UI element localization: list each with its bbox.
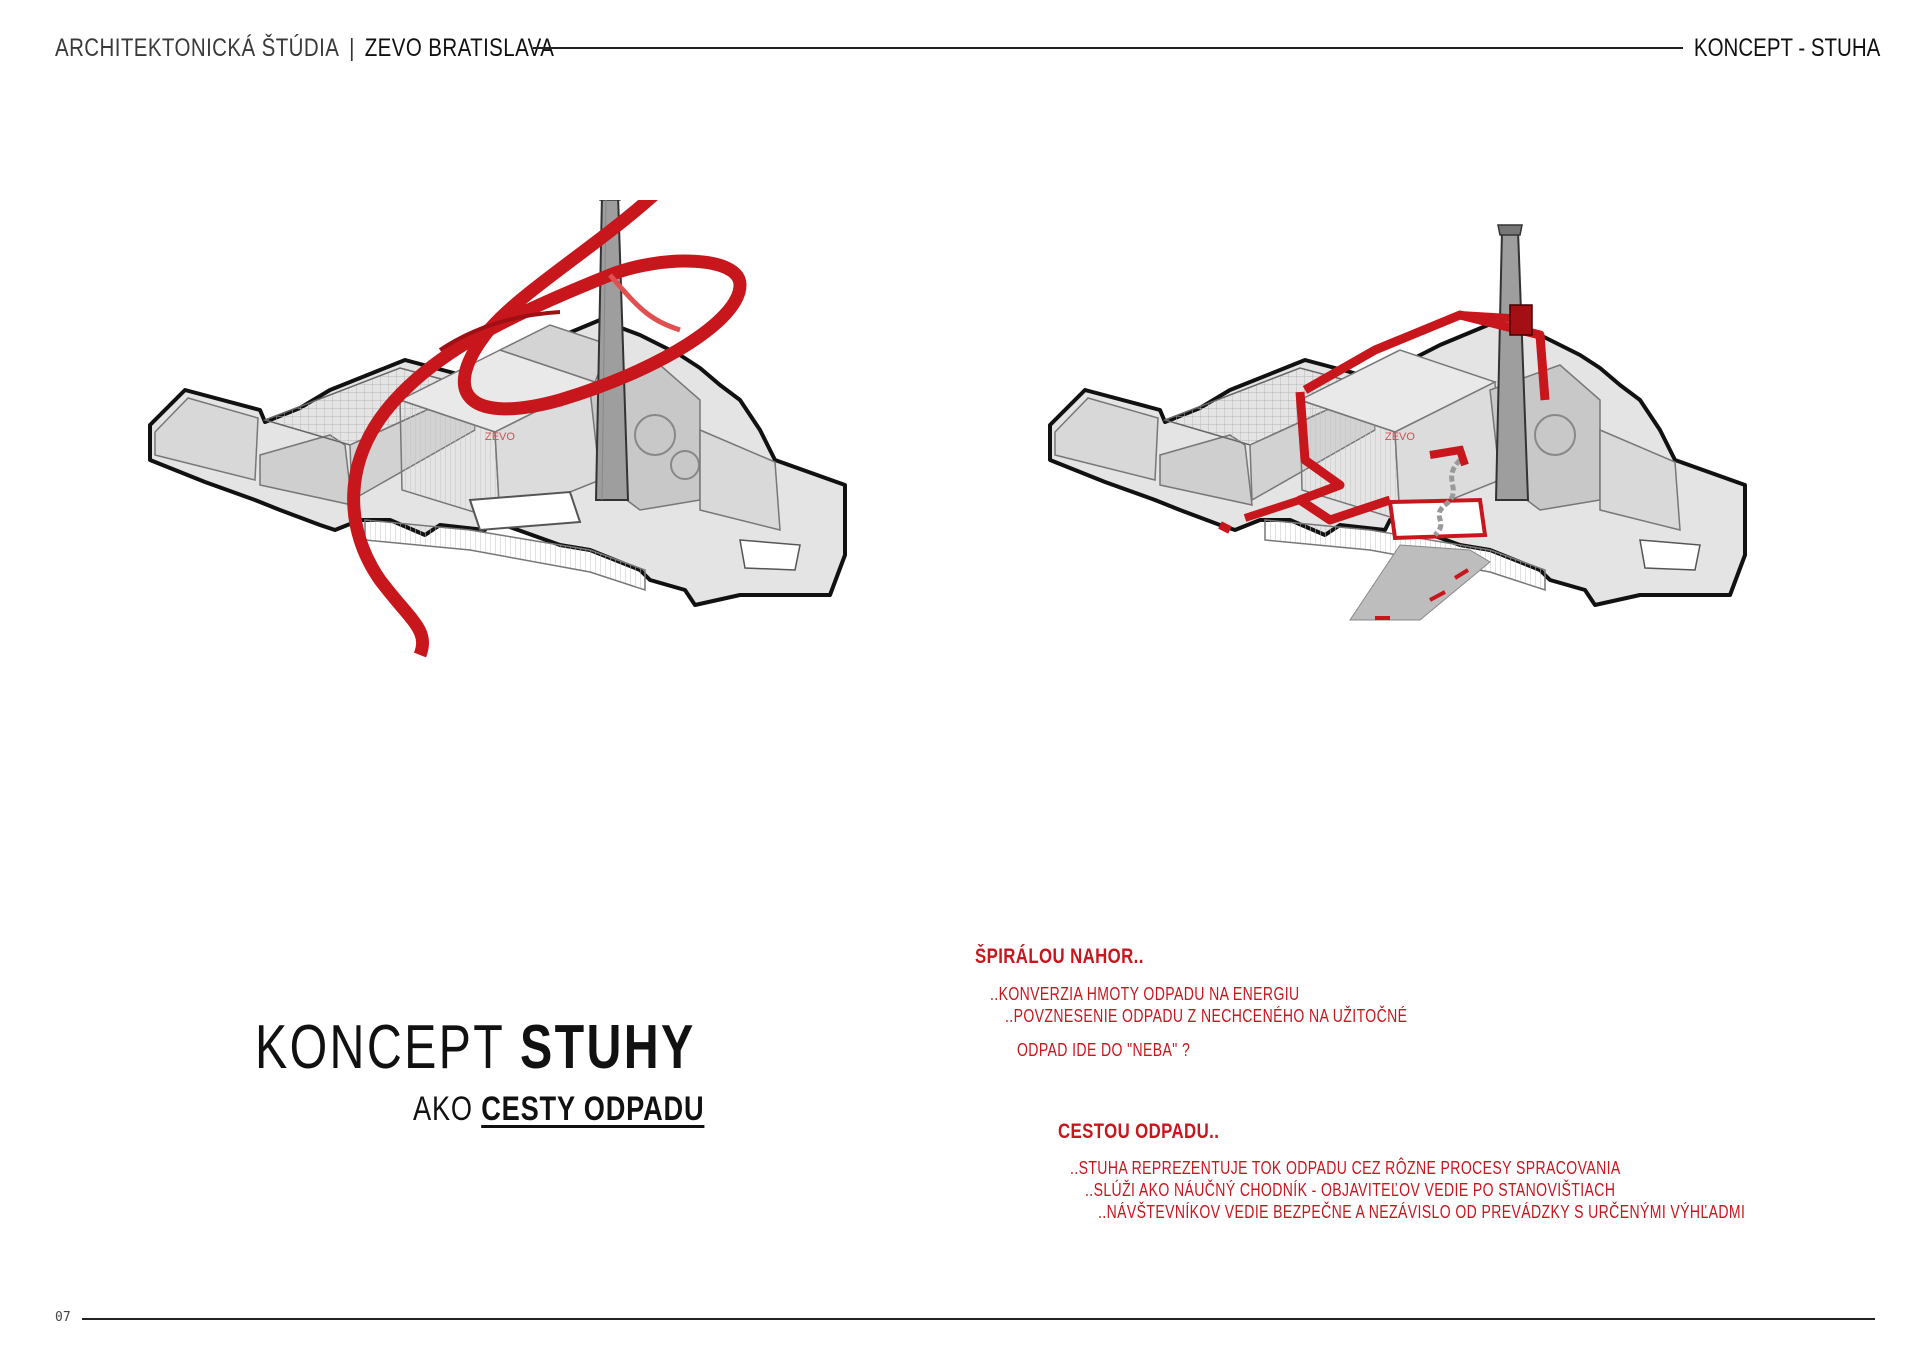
header-rule [533, 47, 1683, 49]
header-separator: | [349, 34, 355, 62]
header-title: ARCHITEKTONICKÁ ŠTÚDIA | ZEVO BRATISLAVA [55, 34, 554, 63]
building-label-right: ZEVO [1385, 431, 1415, 443]
concept-subtitle: AKO CESTY ODPADU [413, 1090, 704, 1129]
project-name: ZEVO BRATISLAVA [364, 34, 555, 62]
path-note-3: ..NÁVŠTEVNÍKOV VEDIE BEZPEČNE A NEZÁVISL… [1098, 1202, 1746, 1222]
path-note-2: ..SLÚŽI AKO NÁUČNÝ CHODNÍK - OBJAVITEĽOV… [1085, 1180, 1616, 1200]
subtitle-underlined: CESTY ODPADU [481, 1090, 705, 1128]
path-note-1: ..STUHA REPREZENTUJE TOK ODPADU CEZ RÔZN… [1070, 1158, 1621, 1178]
ribbon-path [1218, 304, 1550, 621]
spiral-note-3: ODPAD IDE DO "NEBA" ? [1017, 1040, 1191, 1060]
concept-diagrams: ZEVO ZEVO [148, 200, 1747, 658]
ribbon-spiral [347, 200, 747, 658]
page-number: 07 [55, 1310, 71, 1325]
building-left: ZEVO [148, 200, 847, 607]
building-label-left: ZEVO [485, 431, 515, 443]
section-title: KONCEPT - STUHA [1693, 34, 1880, 62]
footer-rule [82, 1318, 1875, 1320]
title-bold: STUHY [520, 1013, 696, 1082]
spiral-heading: ŠPIRÁLOU NAHOR.. [975, 945, 1144, 968]
spiral-note-1: ..KONVERZIA HMOTY ODPADU NA ENERGIU [990, 984, 1300, 1004]
title-regular: KONCEPT [255, 1013, 521, 1082]
concept-title: KONCEPT STUHY [255, 1012, 696, 1083]
building-right: ZEVO [1048, 224, 1747, 621]
course-name: ARCHITEKTONICKÁ ŠTÚDIA [55, 34, 340, 62]
subtitle-regular: AKO [413, 1090, 482, 1128]
spiral-note-2: ..POVZNESENIE ODPADU Z NECHCENÉHO NA UŽI… [1005, 1006, 1408, 1026]
path-heading: CESTOU ODPADU.. [1058, 1120, 1220, 1143]
